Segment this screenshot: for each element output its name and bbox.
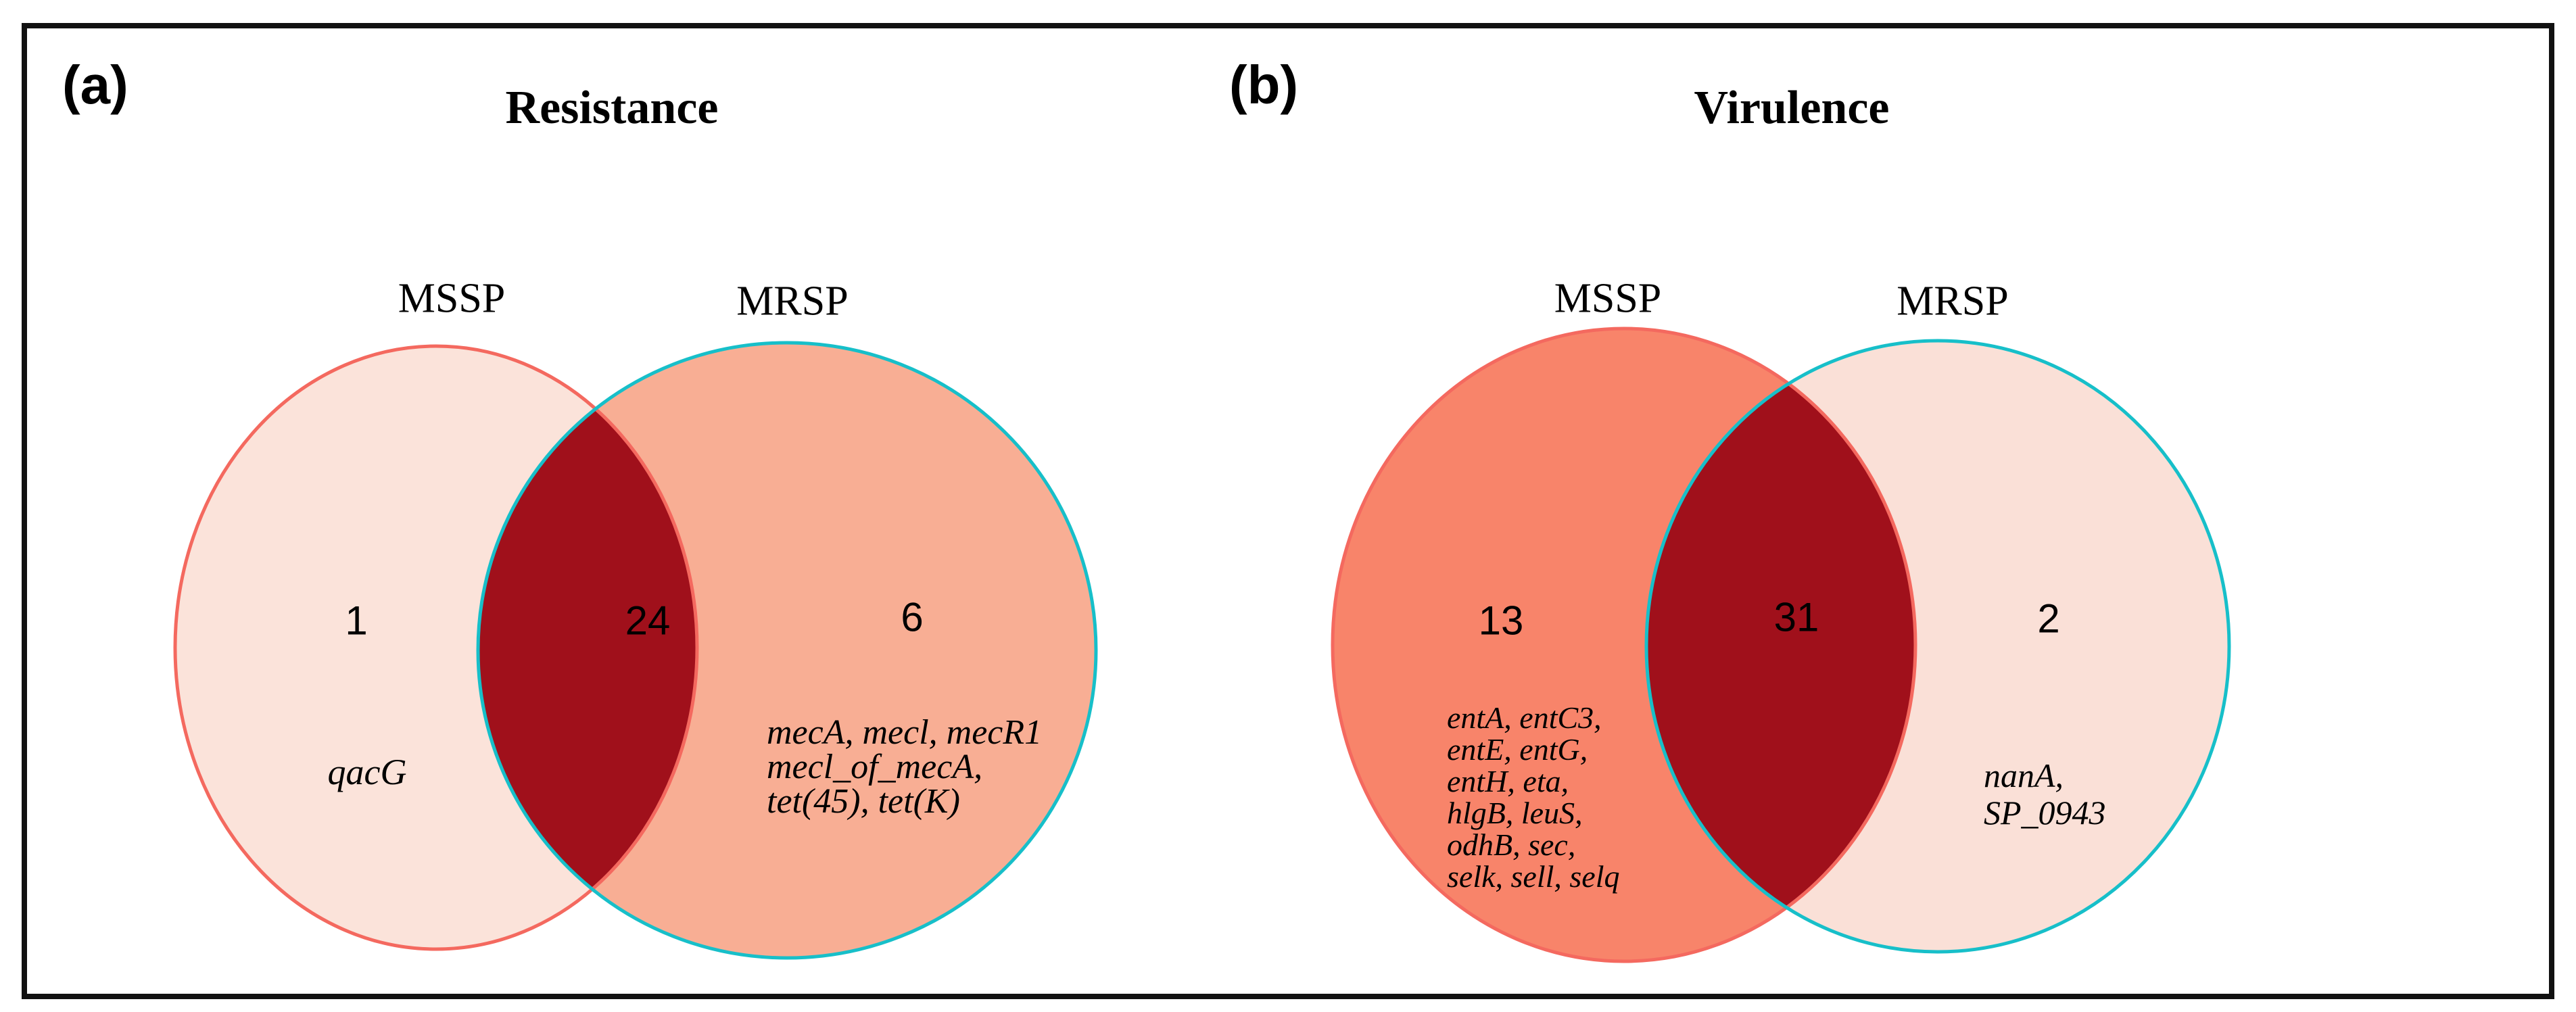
venn-a-mrsp-circle-outline bbox=[476, 341, 1098, 960]
panel-a-mrsp-count: 6 bbox=[901, 594, 924, 640]
venn-a-mssp-circle-outline bbox=[173, 344, 699, 951]
panel-a-mrsp-label: MRSP bbox=[736, 278, 849, 324]
venn-b-overlap-region bbox=[1646, 341, 1915, 952]
panel-b-letter: (b) bbox=[1229, 55, 1299, 115]
venn-a-overlap-region bbox=[478, 346, 697, 949]
panel-a-mrsp-genes: mecA, mecl, mecR1 mecl_of_mecA, tet(45),… bbox=[767, 713, 1043, 821]
panel-a-mssp-genes: qacG bbox=[327, 751, 407, 792]
panel-a-letter: (a) bbox=[62, 55, 128, 115]
panel-a-title: Resistance bbox=[505, 81, 719, 134]
venn-b-mrsp-circle-outline bbox=[1644, 339, 2231, 954]
panel-b-mssp-count: 13 bbox=[1478, 598, 1524, 644]
panel-a-overlap-count: 24 bbox=[625, 598, 671, 644]
venn-b-mssp-circle-outline bbox=[1331, 327, 1917, 963]
panel-b-overlap-count: 31 bbox=[1773, 594, 1819, 640]
panel-b-mrsp-count: 2 bbox=[2037, 596, 2060, 642]
panel-a-mssp-label: MSSP bbox=[398, 275, 506, 322]
panel-b-mssp-label: MSSP bbox=[1554, 275, 1662, 322]
panel-b-title: Virulence bbox=[1694, 81, 1890, 134]
panel-b-mrsp-label: MRSP bbox=[1897, 278, 2009, 324]
panel-b-mrsp-genes: nanA, SP_0943 bbox=[1984, 756, 2106, 832]
panel-b-mssp-genes: entA, entC3, entE, entG, entH, eta, hlgB… bbox=[1447, 700, 1620, 894]
panel-a-mssp-count: 1 bbox=[345, 598, 368, 644]
